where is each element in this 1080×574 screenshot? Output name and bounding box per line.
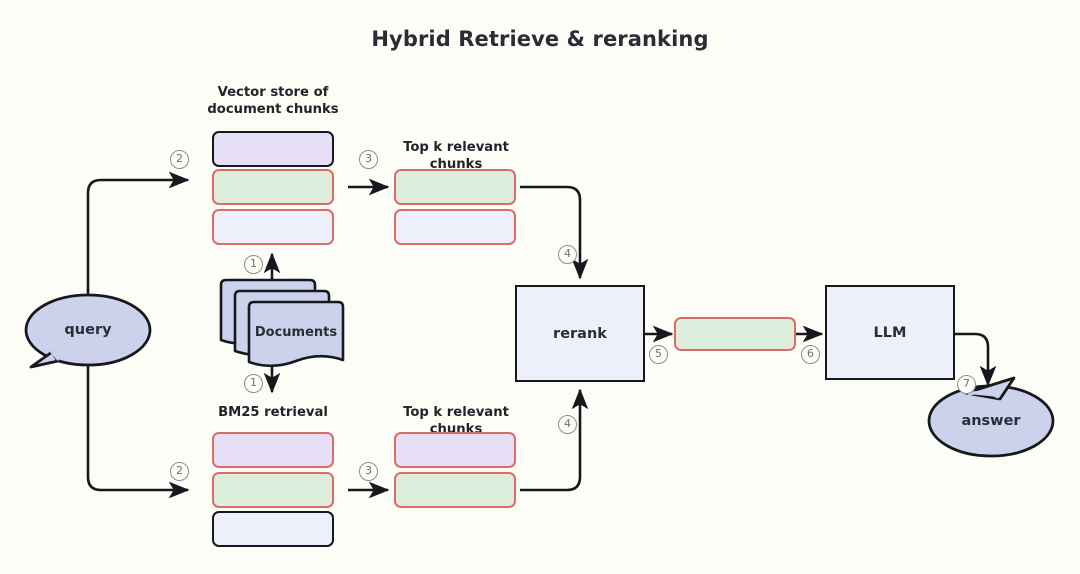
bm25-chunk-3[interactable] xyxy=(212,511,334,547)
vector-store-chunk-2[interactable] xyxy=(212,169,334,205)
step-badge-7: 7 xyxy=(957,375,976,394)
topk-bm25-chunk-2[interactable] xyxy=(394,472,516,508)
edge-llm-to-answer xyxy=(955,332,997,387)
bm25-chunk-2[interactable] xyxy=(212,472,334,508)
step-badge-4-top: 4 xyxy=(558,245,577,264)
llm-label: LLM xyxy=(873,324,907,341)
step-badge-3-top: 3 xyxy=(359,150,378,169)
caption-vector-store: Vector store of document chunks xyxy=(207,85,339,117)
documents-stack-shape xyxy=(219,278,345,368)
step-badge-1-top: 1 xyxy=(244,255,263,274)
llm-box[interactable]: LLM xyxy=(825,285,955,380)
query-bubble-shape xyxy=(24,293,152,369)
caption-bm25: BM25 retrieval xyxy=(218,405,328,420)
answer-label: answer xyxy=(961,413,1021,429)
step-badge-5: 5 xyxy=(649,345,668,364)
edge-query-to-vector-store xyxy=(86,171,190,310)
vector-store-chunk-1[interactable] xyxy=(212,131,334,167)
topk-vector-chunk-1[interactable] xyxy=(394,169,516,205)
step-badge-3-bottom: 3 xyxy=(359,462,378,481)
reranked-chunk[interactable] xyxy=(674,317,796,351)
step-badge-2-bottom: 2 xyxy=(170,462,189,481)
topk-vector-chunk-2[interactable] xyxy=(394,209,516,245)
step-badge-4-bottom: 4 xyxy=(558,415,577,434)
edge-topk-bm25-to-rerank xyxy=(520,388,589,492)
step-badge-2-top: 2 xyxy=(170,150,189,169)
rerank-box[interactable]: rerank xyxy=(515,285,645,382)
page-title: Hybrid Retrieve & reranking xyxy=(371,27,709,51)
edge-topk-vector-to-rerank xyxy=(520,185,589,280)
step-badge-1-bottom: 1 xyxy=(244,374,263,393)
rerank-label: rerank xyxy=(553,325,607,342)
documents-label: Documents xyxy=(254,325,338,340)
vector-store-chunk-3[interactable] xyxy=(212,209,334,245)
caption-topk-vector: Top k relevant chunks xyxy=(403,140,509,172)
query-label: query xyxy=(64,322,112,338)
answer-bubble-shape xyxy=(927,376,1055,458)
topk-bm25-chunk-1[interactable] xyxy=(394,432,516,468)
edge-query-to-bm25 xyxy=(86,350,190,499)
bm25-chunk-1[interactable] xyxy=(212,432,334,468)
step-badge-6: 6 xyxy=(801,345,820,364)
